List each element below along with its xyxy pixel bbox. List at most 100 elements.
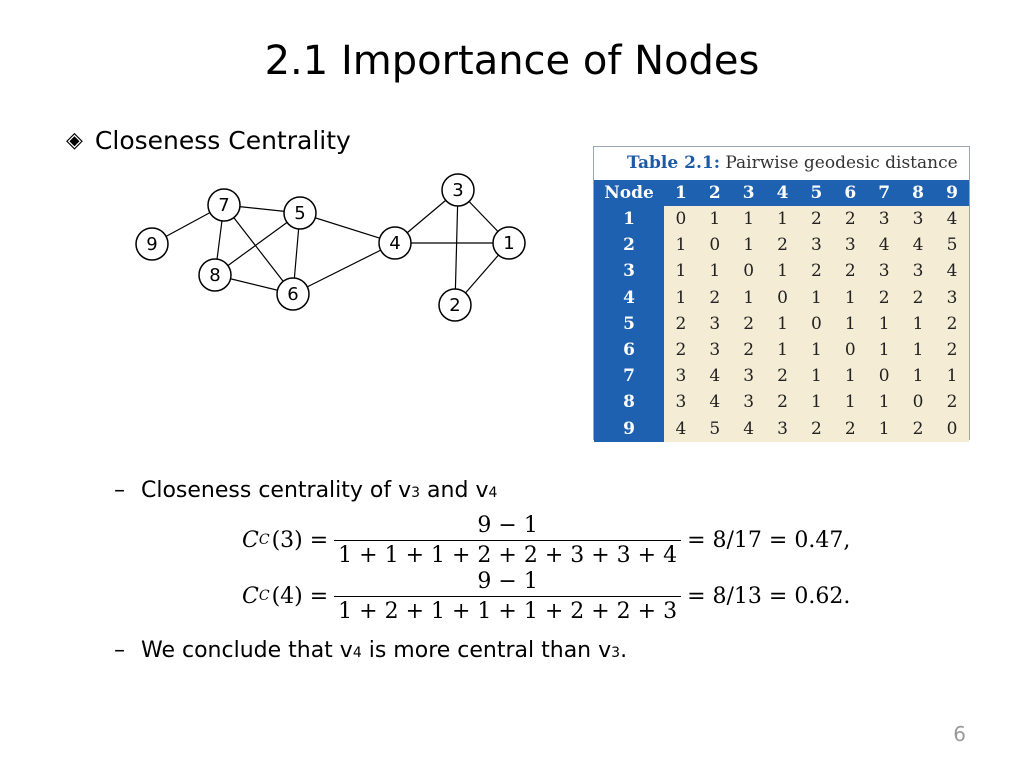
header-col: 9: [935, 180, 969, 206]
graph-node-label: 7: [218, 195, 229, 216]
table-cell: 1: [833, 363, 868, 390]
row-header: 2: [594, 232, 664, 259]
graph-node-label: 4: [389, 233, 400, 254]
header-col: 8: [901, 180, 935, 206]
table-cell: 2: [799, 258, 834, 285]
graph-node-circle: [276, 277, 310, 311]
table-cell: 1: [664, 232, 698, 259]
formula1-lhs-sub: C: [258, 532, 270, 548]
table-cell: 2: [664, 310, 698, 337]
table-cell: 1: [833, 310, 868, 337]
formula1-numerator: 9 − 1: [477, 512, 538, 538]
table-cell: 1: [901, 363, 935, 390]
table-cell: 0: [901, 389, 935, 416]
table-cell: 1: [799, 389, 834, 416]
table-cell: 2: [697, 284, 732, 311]
graph-node-6: 6: [276, 277, 310, 311]
table-cell: 1: [765, 258, 800, 285]
table-cell: 1: [765, 206, 800, 233]
table-cell: 2: [765, 232, 800, 259]
header-col: 6: [833, 180, 868, 206]
table-cell: 1: [867, 310, 902, 337]
table-cell: 1: [731, 284, 766, 311]
table-cell: 3: [765, 415, 800, 442]
dash-bullet: –: [114, 638, 125, 663]
table-cell: 2: [765, 389, 800, 416]
table-cell: 2: [833, 206, 868, 233]
table-cell: 0: [867, 363, 902, 390]
graph-node-4: 4: [378, 226, 412, 260]
table-cell: 2: [731, 310, 766, 337]
sub2-subscript-a: 4: [352, 645, 362, 661]
table-cell: 4: [664, 415, 698, 442]
table-cell: 4: [901, 232, 935, 259]
graph-node-circle: [198, 258, 232, 292]
table-cell: 2: [901, 284, 935, 311]
table-cell: 1: [697, 206, 732, 233]
table-cell: 0: [731, 258, 766, 285]
bullet-text: Closeness Centrality: [94, 126, 351, 155]
table-cell: 4: [697, 363, 732, 390]
table-cell: 4: [867, 232, 902, 259]
formula2-fraction: 9 − 1 1 + 2 + 1 + 1 + 1 + 2 + 2 + 3: [334, 569, 682, 624]
table-caption: Table 2.1: Pairwise geodesic distance: [594, 147, 969, 180]
table-cell: 3: [799, 232, 834, 259]
table-cell: 3: [867, 206, 902, 233]
table-cell: 3: [697, 310, 732, 337]
table-cell: 1: [867, 415, 902, 442]
table-cell: 0: [765, 284, 800, 311]
table-cell: 2: [935, 310, 969, 337]
formula1-denominator: 1 + 1 + 1 + 2 + 2 + 3 + 3 + 4: [334, 539, 682, 568]
table-cell: 3: [901, 258, 935, 285]
graph-node-circle: [135, 227, 169, 261]
table-cell: 1: [731, 232, 766, 259]
table-cell: 1: [799, 363, 834, 390]
table-cell: 1: [901, 310, 935, 337]
table-caption-label: Table 2.1:: [627, 153, 720, 173]
row-header: 9: [594, 415, 664, 442]
graph-node-label: 8: [209, 265, 220, 286]
table-cell: 1: [765, 310, 800, 337]
graph-node-circle: [283, 196, 317, 230]
graph-node-3: 3: [441, 173, 475, 207]
page-number: 6: [953, 722, 966, 746]
row-header: 1: [594, 206, 664, 233]
table-cell: 2: [664, 336, 698, 364]
table-cell: 2: [833, 258, 868, 285]
formula2-denominator: 1 + 2 + 1 + 1 + 1 + 2 + 2 + 3: [334, 595, 682, 624]
table-cell: 3: [901, 206, 935, 233]
graph-node-7: 7: [207, 188, 241, 222]
table-cell: 4: [935, 258, 969, 285]
formula1-fraction: 9 − 1 1 + 1 + 1 + 2 + 2 + 3 + 3 + 4: [334, 512, 682, 568]
row-header: 5: [594, 310, 664, 337]
table-cell: 1: [867, 389, 902, 416]
header-col: 1: [664, 180, 698, 206]
table-cell: 1: [935, 363, 969, 390]
graph-node-label: 2: [449, 295, 460, 316]
header-col: 5: [799, 180, 834, 206]
graph-edge-5-8: [214, 212, 301, 276]
table-cell: 3: [664, 363, 698, 390]
table-cell: 3: [664, 389, 698, 416]
graph-node-5: 5: [283, 196, 317, 230]
table-cell: 3: [731, 363, 766, 390]
table-cell: 2: [935, 389, 969, 416]
table-cell: 1: [697, 258, 732, 285]
graph-node-label: 5: [294, 203, 305, 224]
graph-node-circle: [207, 188, 241, 222]
sub2-subscript-b: 3: [611, 645, 621, 661]
row-header: 8: [594, 389, 664, 416]
table-cell: 0: [799, 310, 834, 337]
formula1-lhs: C: [242, 527, 259, 553]
table-cell: 2: [833, 415, 868, 442]
table-cell: 3: [697, 336, 732, 364]
table-cell: 1: [765, 336, 800, 364]
table-cell: 4: [697, 389, 732, 416]
table-cell: 2: [799, 206, 834, 233]
diamond-bullet-icon: ◈: [66, 128, 83, 153]
